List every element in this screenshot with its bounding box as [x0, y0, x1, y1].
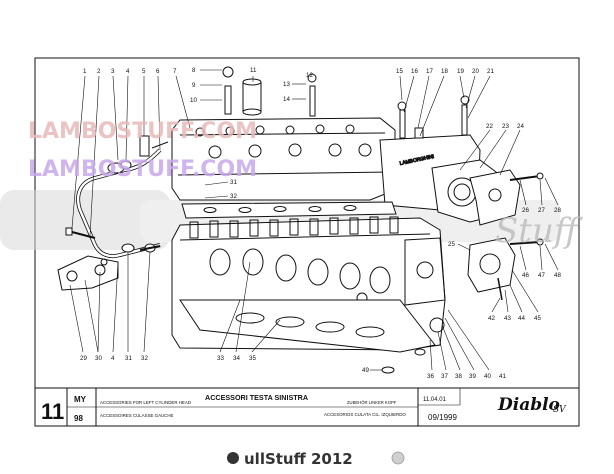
callout-label: 31	[230, 179, 237, 186]
callout-label: 5	[142, 68, 146, 75]
misc-washers	[381, 348, 426, 374]
callouts-mid-left: 31 32	[230, 179, 237, 200]
callout-label: 12	[306, 72, 313, 79]
cover-bolts	[397, 95, 470, 139]
title-italian: ACCESSORI TESTA SINISTRA	[205, 393, 308, 402]
watermark-lambostuff-2: LAMBOSTUFF.COM	[28, 157, 257, 182]
callout-label: 34	[233, 355, 240, 362]
callouts-right-group: 22 23 24 26 27 28 25 46 47 48 42 43 44 4…	[448, 123, 561, 322]
title-spanish: ACCESORIOS CULATA CIL. IZQUIERDO	[324, 412, 406, 417]
callout-label: 17	[426, 68, 433, 75]
callout-label: 45	[534, 315, 541, 322]
intake-ports	[209, 248, 391, 294]
callout-label: 15	[396, 68, 403, 75]
callout-label: 39	[469, 373, 476, 380]
cam-cover-bosses	[195, 124, 372, 159]
valve-springs	[189, 216, 399, 239]
callout-label: 32	[230, 193, 237, 200]
callout-label: 42	[488, 315, 495, 322]
watermark-stuff-script: Stuff	[495, 211, 583, 251]
callout-label: 26	[522, 207, 529, 214]
watermark-text: LAMBOSTUFF.COM LAMBOSTUFF.COM Stuff	[28, 119, 583, 251]
callout-label: 16	[411, 68, 418, 75]
callout-label: 25	[448, 241, 455, 248]
callout-label: 37	[441, 373, 448, 380]
callout-label: 4	[126, 68, 130, 75]
callout-label: 40	[484, 373, 491, 380]
footer-watermark: ullStuff 2012	[227, 450, 405, 468]
callout-label: 20	[472, 68, 479, 75]
callout-label: 22	[486, 123, 493, 130]
callout-label: 11	[250, 67, 257, 74]
watermark-lambostuff-1: LAMBOSTUFF.COM	[28, 119, 257, 144]
callout-label: 24	[517, 123, 524, 130]
table-number: 11	[41, 399, 64, 424]
callout-label: 44	[518, 315, 525, 322]
oil-filler-neck	[222, 66, 317, 117]
callout-label: 7	[173, 68, 177, 75]
breather-pipe-assembly	[57, 135, 169, 291]
callout-label: 28	[554, 207, 561, 214]
callout-label: 3	[111, 68, 115, 75]
footer-watermark-text: ullStuff 2012	[244, 450, 353, 468]
thermostat-housing	[431, 159, 544, 226]
callout-label: 41	[499, 373, 506, 380]
callout-label: 33	[217, 355, 224, 362]
callout-label: 43	[504, 315, 511, 322]
callout-label: 36	[427, 373, 434, 380]
brand-suffix: SV	[553, 405, 567, 415]
model-label: MY	[74, 395, 87, 404]
callout-label: 4	[111, 355, 115, 362]
callout-label: 1	[83, 68, 87, 75]
date-code: 11.04.01	[423, 397, 447, 403]
callout-label: 29	[80, 355, 87, 362]
issue-date: 09/1999	[428, 413, 457, 422]
callout-label: 35	[249, 355, 256, 362]
callout-label: 47	[538, 272, 545, 279]
title-english: ACCESSORIES FOR LEFT CYLINDER HEAD	[100, 400, 191, 405]
callouts-bottom-row: 29 30 4 31 32 33 34 35 49 36 37 38 39 40…	[80, 355, 506, 380]
callout-label: 21	[487, 68, 494, 75]
callouts-top-row: 1 2 3 4 5 6 7 8 9 10 11 13 12 14 15 16 1…	[83, 67, 494, 104]
callout-label: 8	[192, 67, 196, 74]
leader-lines	[69, 69, 559, 371]
cam-sensor-housing	[467, 237, 544, 301]
title-german: ZUBEHÖR LINKER KOPF	[347, 400, 397, 405]
callout-label: 30	[95, 355, 102, 362]
callout-label: 49	[362, 367, 369, 374]
callout-label: 9	[192, 82, 196, 89]
callout-label: 27	[538, 207, 545, 214]
callout-label: 6	[156, 68, 160, 75]
callout-label: 18	[441, 68, 448, 75]
callout-label: 2	[97, 68, 101, 75]
model-year: 98	[74, 414, 83, 423]
callout-label: 23	[502, 123, 509, 130]
callout-label: 48	[554, 272, 561, 279]
callout-label: 32	[141, 355, 148, 362]
title-block: 11 MY 98 ACCESSORI TESTA SINISTRA ACCESS…	[34, 387, 580, 427]
callout-label: 14	[283, 96, 290, 103]
head-gasket	[179, 299, 436, 353]
callout-label: 38	[455, 373, 462, 380]
title-french: ACCESSOIRES CULASSE GAUCHE	[100, 413, 174, 418]
callout-label: 10	[190, 97, 197, 104]
callout-label: 19	[457, 68, 464, 75]
callout-label: 46	[522, 272, 529, 279]
brand-logo-text: Diablo	[497, 395, 560, 415]
callout-label: 13	[283, 81, 290, 88]
gasket-holes	[203, 205, 357, 213]
callout-label: 31	[125, 355, 132, 362]
